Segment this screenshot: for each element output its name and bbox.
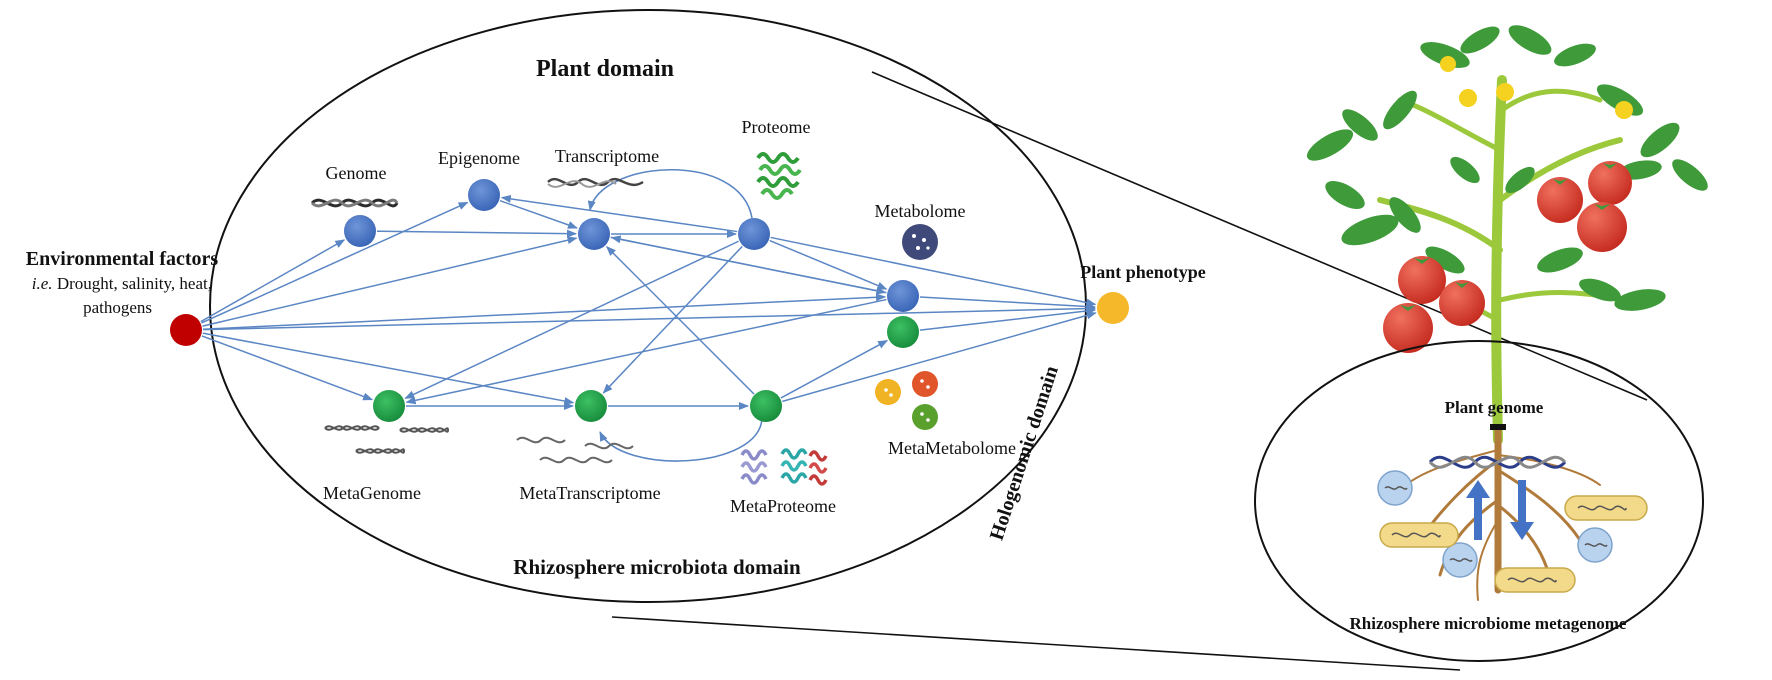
arrow-pro-to-mgen bbox=[404, 240, 739, 400]
arrow-env-to-gen bbox=[200, 239, 346, 323]
tomato-plant-illustration bbox=[1306, 25, 1708, 445]
soil-line-marker bbox=[1490, 424, 1506, 430]
genome-node bbox=[344, 215, 376, 247]
phenotype-node bbox=[1097, 292, 1129, 324]
arrow-env-to-mtra bbox=[202, 332, 575, 405]
plant-genome-dna-icon bbox=[1428, 455, 1567, 469]
arrow-env-to-tra bbox=[202, 236, 578, 327]
proteome-protein-icon bbox=[756, 152, 802, 200]
microbiota-domain-title: Rhizosphere microbiota domain bbox=[513, 555, 801, 579]
curve-metaproteome-metatranscriptome bbox=[599, 417, 763, 462]
hologenome-ellipse bbox=[209, 9, 1087, 603]
arrow-epi-to-tra bbox=[499, 199, 578, 229]
metametabolome-node bbox=[887, 316, 919, 348]
arrow-pro-to-phe bbox=[770, 236, 1097, 307]
metatranscriptome-rna-icons bbox=[516, 436, 634, 464]
exchange-arrows bbox=[1466, 480, 1534, 540]
zoom-line-bottom bbox=[611, 616, 1461, 671]
transcriptome-label: Transcriptome bbox=[555, 146, 659, 166]
transcriptome-rna-icon bbox=[547, 177, 644, 188]
arrow-pro-to-mtra bbox=[602, 245, 743, 394]
metabolome-label: Metabolome bbox=[875, 201, 966, 221]
metatranscriptome-label: MetaTranscriptome bbox=[519, 483, 660, 503]
epigenome-node bbox=[468, 179, 500, 211]
arrow-env-to-epi bbox=[201, 201, 469, 324]
arrow-met-to-phe bbox=[919, 296, 1097, 311]
metagenome-label: MetaGenome bbox=[323, 483, 421, 503]
arrow-env-to-met bbox=[202, 293, 887, 330]
env-factors-line1: i.e. Drought, salinity, heat, bbox=[32, 274, 212, 293]
arrow-env-to-mgen bbox=[201, 335, 374, 401]
metametabolome-icons bbox=[875, 371, 938, 430]
arrow-mpro-to-phe bbox=[782, 311, 1097, 403]
transcriptome-node bbox=[578, 218, 610, 250]
zoom-line-top bbox=[871, 71, 1648, 401]
metaproteome-label: MetaProteome bbox=[730, 496, 836, 516]
plant-domain-title: Plant domain bbox=[536, 56, 674, 82]
arrow-mpro-to-tra bbox=[606, 246, 755, 395]
rhizosphere-ellipse bbox=[1254, 340, 1704, 662]
arrow-mpro-to-mmet bbox=[780, 339, 889, 399]
metabolome-node bbox=[887, 280, 919, 312]
env-factors-line2: pathogens bbox=[83, 298, 152, 317]
phenotype-label: Plant phenotype bbox=[1080, 262, 1206, 282]
arrow-env-to-phe bbox=[202, 304, 1097, 331]
genome-dna-icon bbox=[310, 198, 399, 208]
metametabolome-label: MetaMetabolome bbox=[888, 438, 1016, 458]
arrow-pro-to-epi bbox=[500, 194, 738, 233]
metagenome-dna-icons bbox=[324, 425, 449, 454]
environmental-factors-node bbox=[170, 314, 202, 346]
metabolome-icon bbox=[902, 224, 938, 260]
arrow-met-to-tra bbox=[610, 235, 887, 294]
metagenome-panel-label: Rhizosphere microbiome metagenome bbox=[1350, 614, 1627, 633]
metaproteome-protein-icons bbox=[740, 448, 828, 486]
epigenome-label: Epigenome bbox=[438, 148, 520, 168]
metagenome-node bbox=[373, 390, 405, 422]
arrow-mmet-to-phe bbox=[919, 307, 1097, 331]
arrow-met-to-mgen bbox=[405, 298, 887, 405]
metatranscriptome-node bbox=[575, 390, 607, 422]
arrow-pro-to-met bbox=[769, 239, 888, 290]
arrow-gen-to-tra bbox=[376, 229, 578, 238]
microbes bbox=[1377, 470, 1648, 593]
plant-genome-label: Plant genome bbox=[1445, 398, 1544, 417]
env-factors-title: Environmental factors bbox=[26, 248, 219, 270]
proteome-label: Proteome bbox=[742, 117, 811, 137]
proteome-node bbox=[738, 218, 770, 250]
curve-proteome-transcriptome bbox=[587, 169, 753, 219]
metaproteome-node bbox=[750, 390, 782, 422]
arrows-group bbox=[200, 194, 1097, 410]
genome-label: Genome bbox=[326, 163, 387, 183]
